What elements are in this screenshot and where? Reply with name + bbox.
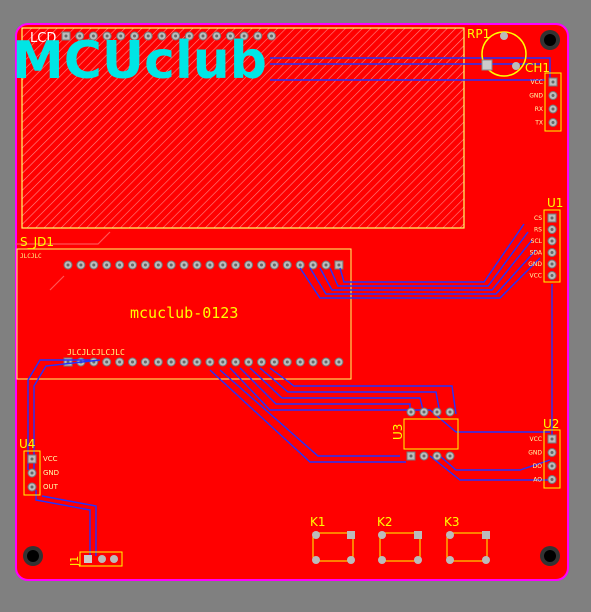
button-k3[interactable] bbox=[446, 531, 490, 564]
k3-label: K3 bbox=[444, 515, 460, 529]
u4-pin-label: VCC bbox=[43, 455, 58, 463]
u1-pin-label: GND bbox=[528, 261, 542, 268]
lcd-footprint[interactable] bbox=[21, 27, 465, 229]
ch1-pin-label: RX bbox=[535, 106, 543, 113]
ch1-pin-label: GND bbox=[529, 93, 543, 100]
u2-pin-label: DO bbox=[533, 463, 543, 470]
k1-label: K1 bbox=[310, 515, 326, 529]
u1-pin-label: CS bbox=[534, 215, 542, 222]
sjd1-footprint[interactable] bbox=[16, 248, 352, 380]
u1-pin-label: SCL bbox=[531, 238, 543, 245]
u2-pin-label: AO bbox=[533, 477, 542, 484]
silk-title: mcuclub-0123 bbox=[130, 304, 238, 322]
sjd1-label: S_JD1 bbox=[20, 235, 54, 249]
j1-label: J1 bbox=[68, 556, 81, 567]
module-top-text: JLCJLC bbox=[20, 253, 42, 260]
module-bottom-text: JLCJLCJLCJLC bbox=[67, 348, 125, 357]
u4-label: U4 bbox=[19, 437, 35, 451]
u2-pin-label: GND bbox=[528, 450, 542, 457]
u1-header[interactable]: CS RS SCL SDA GND VCC bbox=[528, 209, 561, 283]
j1-body[interactable] bbox=[79, 551, 123, 567]
u1-pin-label: VCC bbox=[530, 273, 542, 280]
mcuclub-logo: MCUclub bbox=[12, 31, 267, 91]
rp1-label: RP1 bbox=[467, 27, 490, 41]
u1-label: U1 bbox=[547, 196, 563, 210]
button-k1[interactable] bbox=[312, 531, 355, 564]
sjd1-pins bbox=[63, 260, 344, 367]
ch1-pin-label: VCC bbox=[531, 79, 543, 86]
u1-pin-label: RS bbox=[534, 227, 542, 234]
lcd-header-pins bbox=[61, 31, 276, 41]
traces bbox=[27, 57, 553, 560]
u2-header[interactable]: VCC GND DO AO bbox=[528, 429, 561, 489]
u4-pin-label: GND bbox=[43, 469, 59, 477]
lcd-label: LCD bbox=[30, 31, 56, 46]
u3-body[interactable] bbox=[403, 418, 459, 450]
ch1-header[interactable]: VCC GND RX TX bbox=[529, 72, 562, 132]
ch1-pin-label: TX bbox=[534, 120, 543, 127]
k2-label: K2 bbox=[377, 515, 393, 529]
button-k2[interactable] bbox=[378, 531, 422, 564]
u2-label: U2 bbox=[543, 417, 559, 431]
u1-pin-label: SDA bbox=[530, 250, 543, 257]
mounting-holes bbox=[23, 30, 560, 566]
u4-header[interactable]: VCC GND OUT bbox=[23, 450, 59, 496]
u2-pin-label: VCC bbox=[530, 436, 542, 443]
ch1-label: CH1 bbox=[525, 61, 550, 75]
u3-label: U3 bbox=[391, 424, 405, 440]
u4-pin-label: OUT bbox=[43, 483, 59, 491]
